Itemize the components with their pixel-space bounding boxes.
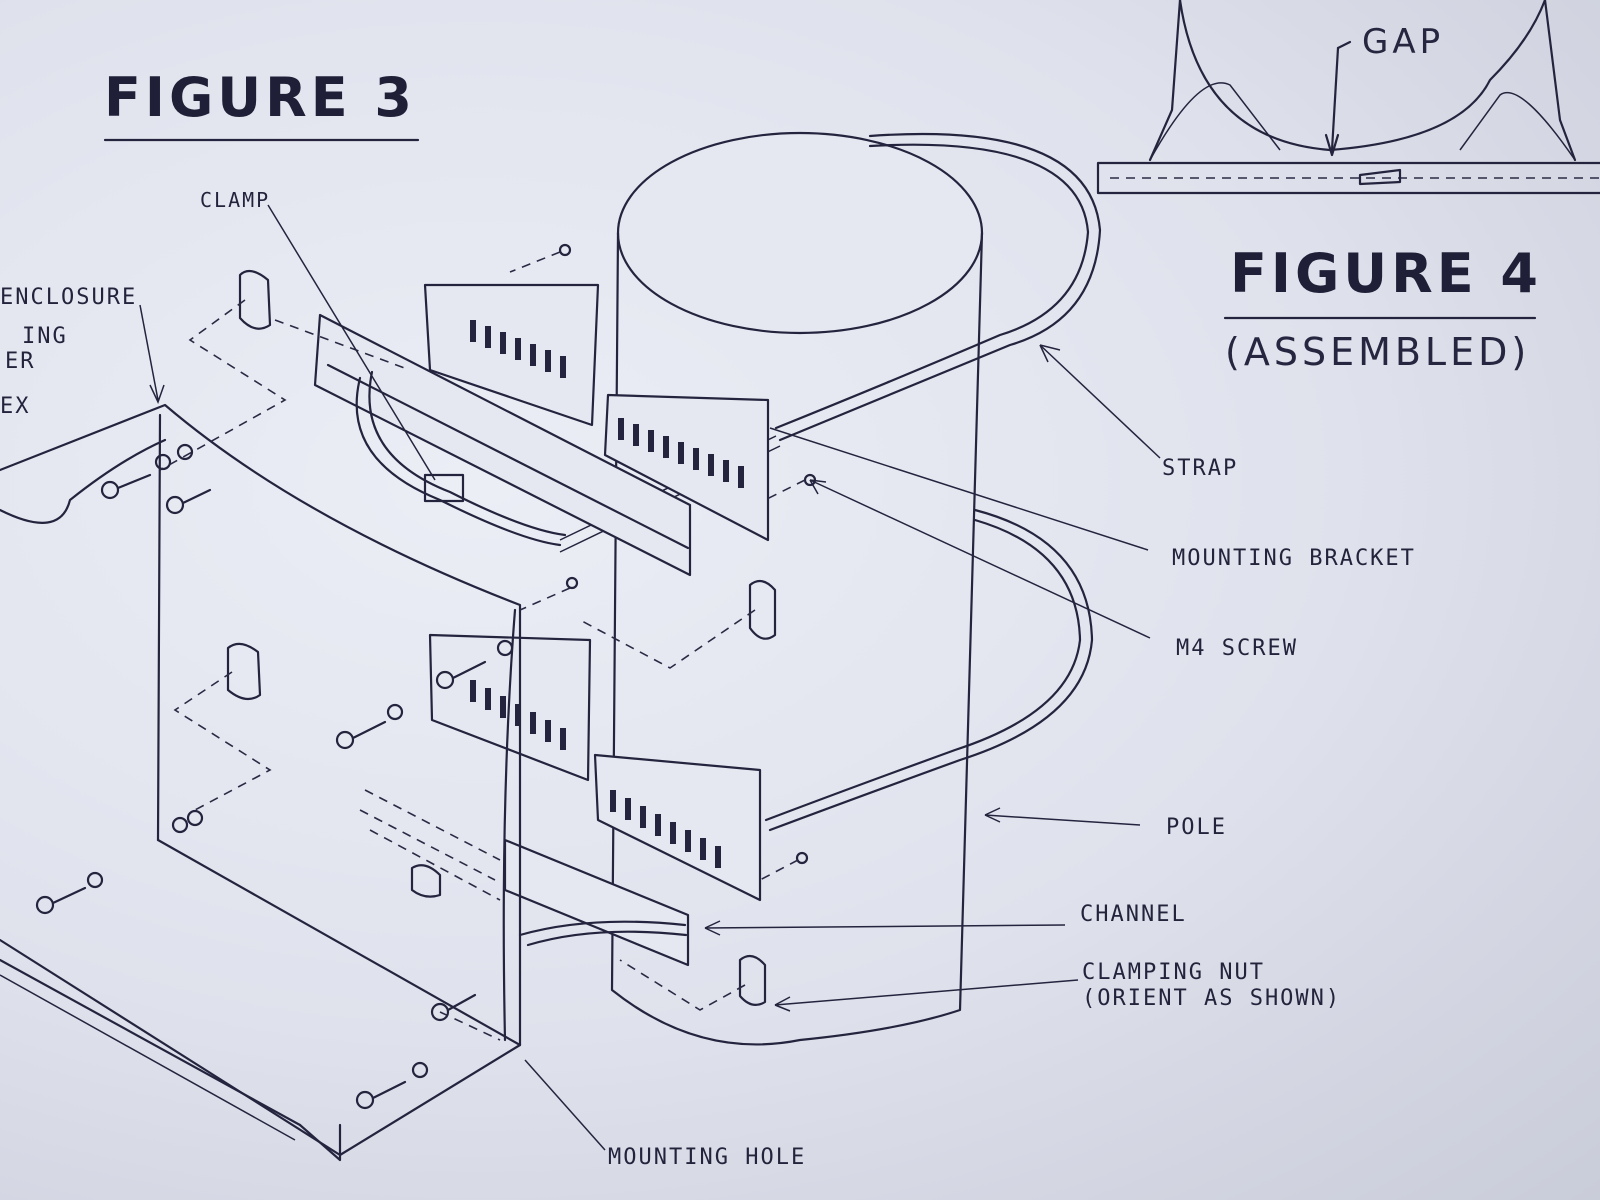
alignment-dashed-lines	[159, 251, 806, 1041]
clamping-nut-line2: (ORIENT AS SHOWN)	[1082, 986, 1342, 1011]
clamping-nut-line1: CLAMPING NUT	[1082, 960, 1265, 985]
partial-label-ing: ING	[22, 324, 68, 349]
partial-label-ex: EX	[0, 394, 31, 419]
mounting-bracket-label: MOUNTING BRACKET	[1172, 546, 1416, 571]
leader-lines	[139, 204, 1161, 1151]
figure4-subtitle: (ASSEMBLED)	[1225, 330, 1531, 374]
strap-label: STRAP	[1162, 456, 1239, 481]
figure4-title: FIGURE 4	[1230, 242, 1542, 305]
figure3-title: FIGURE 3	[104, 66, 416, 129]
screws-and-bolts	[35, 243, 817, 1110]
lower-strap	[764, 508, 1094, 832]
gap-label: GAP	[1362, 22, 1445, 62]
pole-label: POLE	[1166, 815, 1227, 840]
clamping-nut-label: CLAMPING NUT (ORIENT AS SHOWN)	[1082, 960, 1341, 1012]
upper-mounting-brackets	[423, 283, 770, 542]
figure4-assembled-view	[1096, 0, 1600, 320]
upper-channel	[313, 313, 692, 577]
clamping-nuts	[226, 269, 777, 1007]
pole	[610, 131, 984, 1046]
m4-screw-label: M4 SCREW	[1176, 636, 1298, 661]
mounting-hole-label: MOUNTING HOLE	[608, 1145, 807, 1170]
channel-label: CHANNEL	[1080, 902, 1187, 927]
enclosure-label: ENCLOSURE	[0, 285, 138, 310]
enclosure	[0, 403, 522, 1162]
lower-channel	[503, 838, 690, 967]
partial-label-er: ER	[5, 349, 36, 374]
clamp-label: CLAMP	[200, 188, 271, 212]
lower-mounting-brackets	[428, 633, 762, 902]
